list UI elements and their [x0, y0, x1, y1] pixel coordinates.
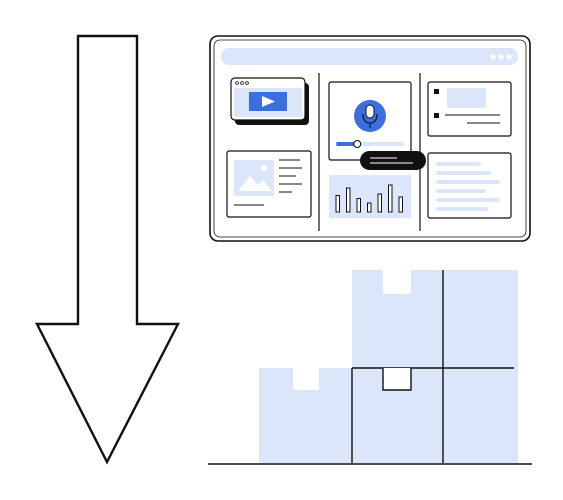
box-left — [259, 368, 352, 463]
box-top-right — [443, 270, 518, 368]
chart-bar — [356, 198, 361, 213]
browser-dot-1 — [490, 54, 496, 60]
video-player-icon — [230, 77, 309, 125]
box-bottom-middle — [352, 368, 443, 463]
browser-dot-2 — [498, 54, 504, 60]
browser-address-bar — [221, 48, 518, 65]
box-bottom-right — [443, 368, 518, 463]
box-top-left — [352, 270, 443, 368]
chart-bar — [346, 187, 351, 213]
chart-bar — [367, 202, 372, 213]
bar-chart-icon — [329, 175, 411, 218]
microphone-icon — [362, 104, 378, 128]
chart-bar — [335, 195, 340, 213]
chart-bar — [398, 196, 403, 213]
image-card — [226, 150, 312, 218]
browser-dot-3 — [506, 54, 512, 60]
text-card — [427, 152, 512, 219]
audio-card — [328, 81, 412, 161]
play-icon — [262, 96, 275, 107]
chart-bar — [377, 193, 382, 213]
list-card — [427, 81, 512, 137]
audio-slider-knob — [353, 139, 362, 149]
cardboard-box-icon — [259, 270, 518, 463]
down-arrow-icon — [35, 34, 180, 465]
chart-bar — [388, 184, 393, 213]
chat-bubble-icon — [360, 151, 426, 170]
